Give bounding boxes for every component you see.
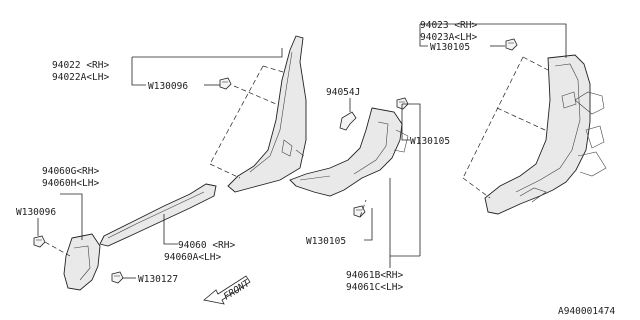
label-w130105-mid: W130105 <box>410 136 450 147</box>
leader-w130105-low <box>364 208 373 241</box>
dash-94022-3 <box>209 163 241 179</box>
part-94023-quarter-trim <box>484 54 607 215</box>
label-w130096-left: W130096 <box>16 207 56 218</box>
leader-94022-v <box>131 57 146 86</box>
label-94023-rh: 94023 <RH> <box>420 20 477 31</box>
dash-94023-2 <box>462 56 524 179</box>
clip-w130096-upper <box>219 77 232 90</box>
part-94060-sill-plate <box>99 183 217 247</box>
clip-w130105-top <box>505 38 518 51</box>
dash-94022-1 <box>262 65 284 73</box>
clip-w130105-low <box>353 205 366 218</box>
diagram-id: A940001474 <box>558 306 615 317</box>
dash-94023-4 <box>496 107 546 131</box>
dash-94061-1 <box>359 199 367 218</box>
front-arrow-icon <box>203 275 251 305</box>
dash-94060g-1 <box>44 241 71 257</box>
leader-94023 <box>420 23 567 58</box>
dash-94023-3 <box>462 177 491 199</box>
leader-94022 <box>132 48 283 58</box>
label-94061c-lh: 94061C<LH> <box>346 282 403 293</box>
dash-94023-1 <box>522 56 549 71</box>
clip-w130096-left <box>33 235 46 248</box>
label-w130105-low: W130105 <box>306 236 346 247</box>
part-94061-pillar-lower <box>289 107 409 197</box>
label-94022a-lh: 94022A<LH> <box>52 72 109 83</box>
label-94060-rh: 94060 <RH> <box>178 240 235 251</box>
part-94054j <box>339 111 357 131</box>
clip-w130127 <box>111 271 124 284</box>
label-94060h-lh: 94060H<LH> <box>42 178 99 189</box>
dash-94022-2 <box>209 65 264 165</box>
part-94060g-front-trim <box>63 233 101 291</box>
leader-w130105-top <box>419 24 428 47</box>
label-94061b-rh: 94061B<RH> <box>346 270 403 281</box>
part-94022-pillar-upper <box>227 35 307 193</box>
leader-w130105-mid <box>401 104 410 141</box>
leader-94061-join <box>389 255 420 268</box>
leader-94060 <box>163 214 178 245</box>
label-94023a-lh: 94023A<LH> <box>420 32 477 43</box>
label-w130105-top: W130105 <box>430 42 470 53</box>
label-94054j: 94054J <box>326 87 360 98</box>
clip-w130105-mid <box>396 97 409 110</box>
label-94060a-lh: 94060A<LH> <box>164 252 221 263</box>
label-94060g-rh: 94060G<RH> <box>42 166 99 177</box>
label-w130096-upper: W130096 <box>148 81 188 92</box>
label-94022-rh: 94022 <RH> <box>52 60 109 71</box>
dash-94022-4 <box>233 85 277 105</box>
label-w130127: W130127 <box>138 274 178 285</box>
leader-94061-right <box>402 103 421 256</box>
leader-94060g <box>60 193 83 240</box>
